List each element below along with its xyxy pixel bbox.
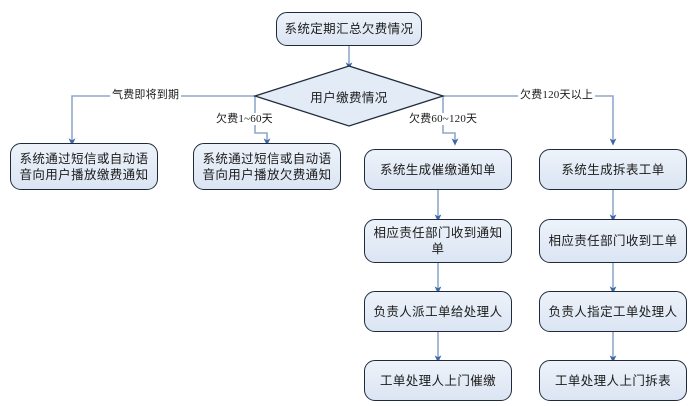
- node-branch2-step1-line2: 音向用户播放欠费通知: [202, 167, 332, 182]
- node-branch2-step1-line1: 系统通过短信或自动语: [202, 151, 332, 166]
- node-branch3-step2-line1: 相应责任部门收到通知: [373, 226, 503, 240]
- node-start-label: 系统定期汇总欠费情况: [284, 22, 414, 36]
- edge-label-branch4: 欠费120天以上: [518, 89, 596, 101]
- node-branch3-step1[interactable]: 系统生成催缴通知单: [364, 149, 512, 190]
- node-branch3-step4-label: 工单处理人上门催缴: [379, 373, 497, 388]
- edge-decision-to-branch1: [68, 95, 255, 146]
- node-branch3-step2[interactable]: 相应责任部门收到通知 单: [364, 219, 512, 263]
- node-branch1-step1-line2: 音向用户播放缴费通知: [19, 167, 149, 182]
- node-branch4-step3-label: 负责人指定工单处理人: [548, 304, 678, 319]
- edge-label-branch2: 欠费1~60天: [214, 113, 275, 125]
- node-branch3-step3-label: 负责人派工单给处理人: [373, 304, 503, 319]
- node-branch1-step1-line1: 系统通过短信或自动语: [19, 151, 149, 166]
- node-branch3-step4[interactable]: 工单处理人上门催缴: [364, 360, 512, 401]
- node-branch4-step4-label: 工单处理人上门拆表: [554, 373, 672, 388]
- node-start[interactable]: 系统定期汇总欠费情况: [276, 12, 422, 46]
- node-branch1-step1[interactable]: 系统通过短信或自动语 音向用户播放缴费通知: [10, 143, 158, 190]
- node-branch3-step3[interactable]: 负责人派工单给处理人: [364, 291, 512, 332]
- node-branch4-step1[interactable]: 系统生成拆表工单: [539, 149, 687, 190]
- node-branch4-step1-label: 系统生成拆表工单: [561, 162, 665, 177]
- node-branch3-step1-label: 系统生成催缴通知单: [379, 162, 497, 177]
- node-branch4-step4[interactable]: 工单处理人上门拆表: [539, 360, 687, 401]
- node-branch3-step2-line2: 单: [431, 242, 445, 256]
- decision-diamond[interactable]: [252, 65, 446, 127]
- edge-label-branch1: 气费即将到期: [110, 89, 182, 101]
- node-branch4-step2[interactable]: 相应责任部门收到工单: [539, 219, 687, 263]
- node-branch4-step3[interactable]: 负责人指定工单处理人: [539, 291, 687, 332]
- edge-label-branch3: 欠费60~120天: [407, 113, 480, 125]
- edge-decision-to-branch4: [443, 95, 617, 146]
- node-branch4-step2-label: 相应责任部门收到工单: [548, 234, 678, 248]
- node-branch2-step1[interactable]: 系统通过短信或自动语 音向用户播放欠费通知: [193, 143, 341, 190]
